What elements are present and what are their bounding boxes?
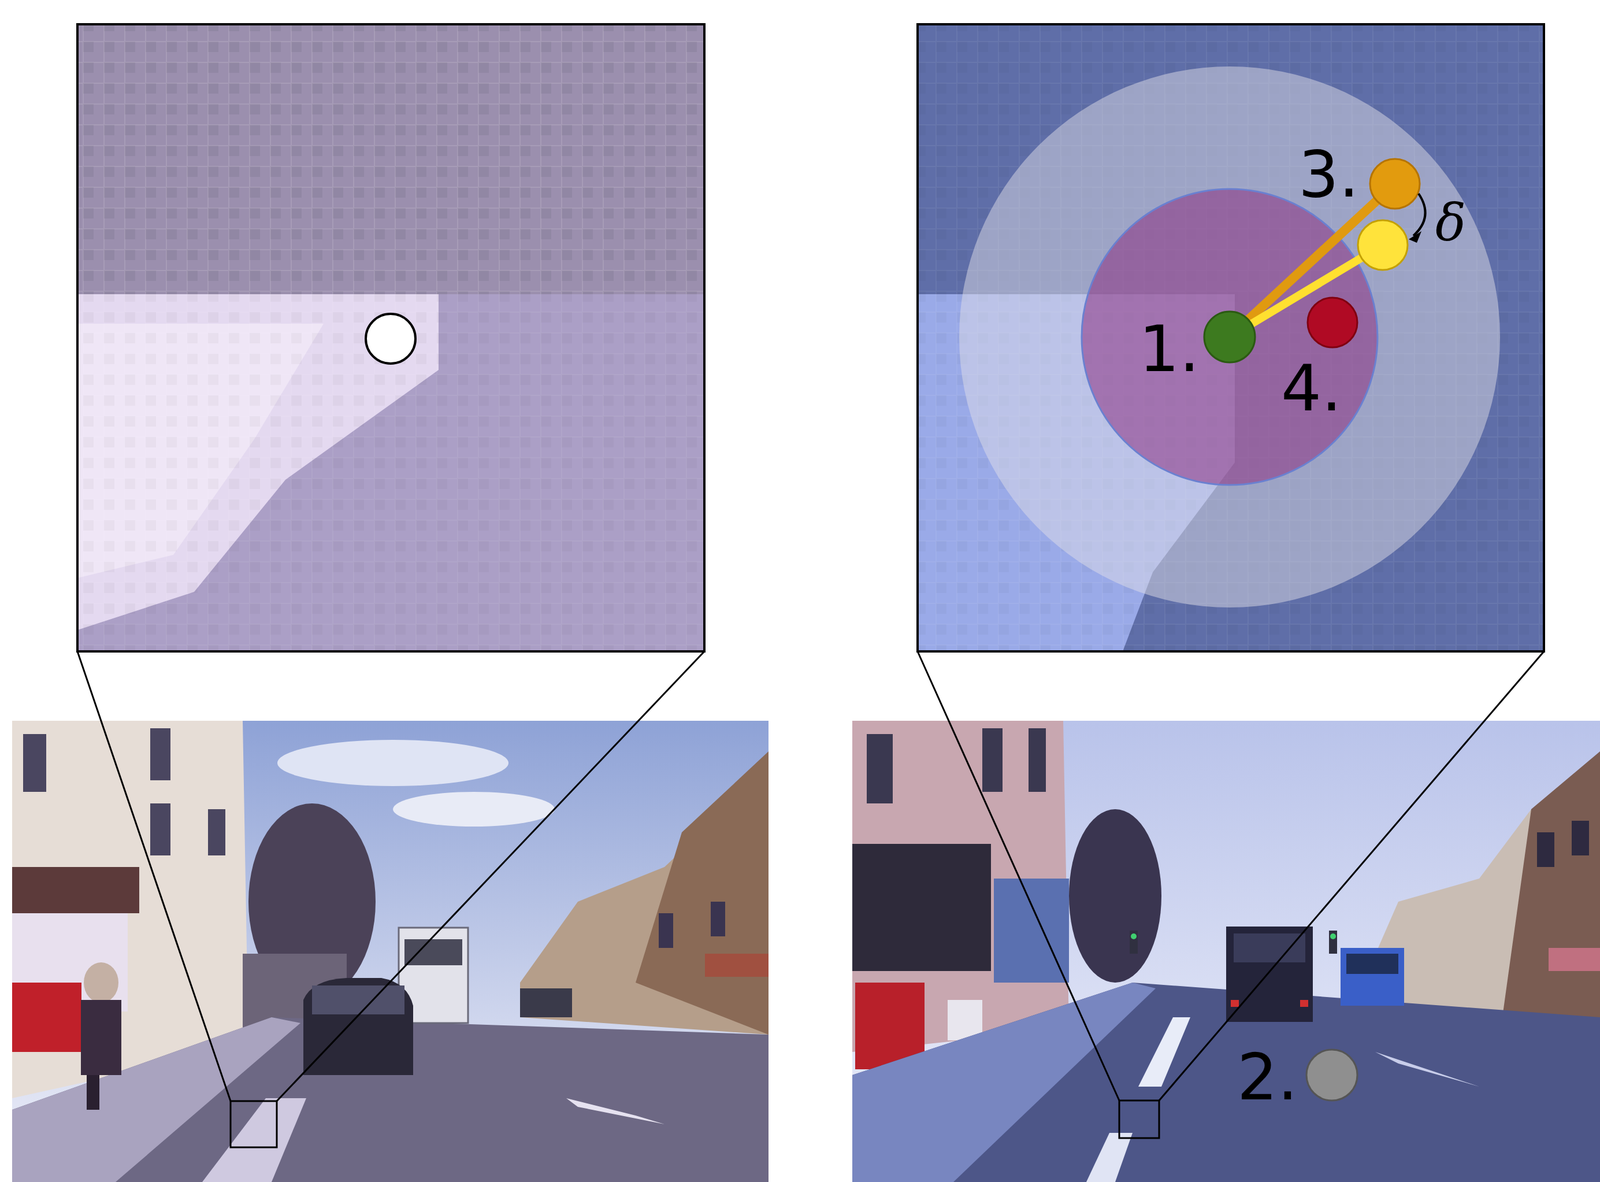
zoom-panel-left	[77, 24, 705, 652]
callout-number: 1.	[1138, 317, 1200, 381]
callout-number: 2.	[1237, 1045, 1298, 1109]
callout-number: 4.	[1281, 356, 1342, 421]
callout-number: 3.	[1298, 142, 1360, 207]
delta-symbol: δ	[1435, 197, 1466, 248]
street-photo-left	[12, 720, 769, 1182]
zoom-indicators	[77, 651, 1544, 1147]
zoom-panel-right	[917, 24, 1544, 652]
street-photo-right	[852, 720, 1600, 1182]
